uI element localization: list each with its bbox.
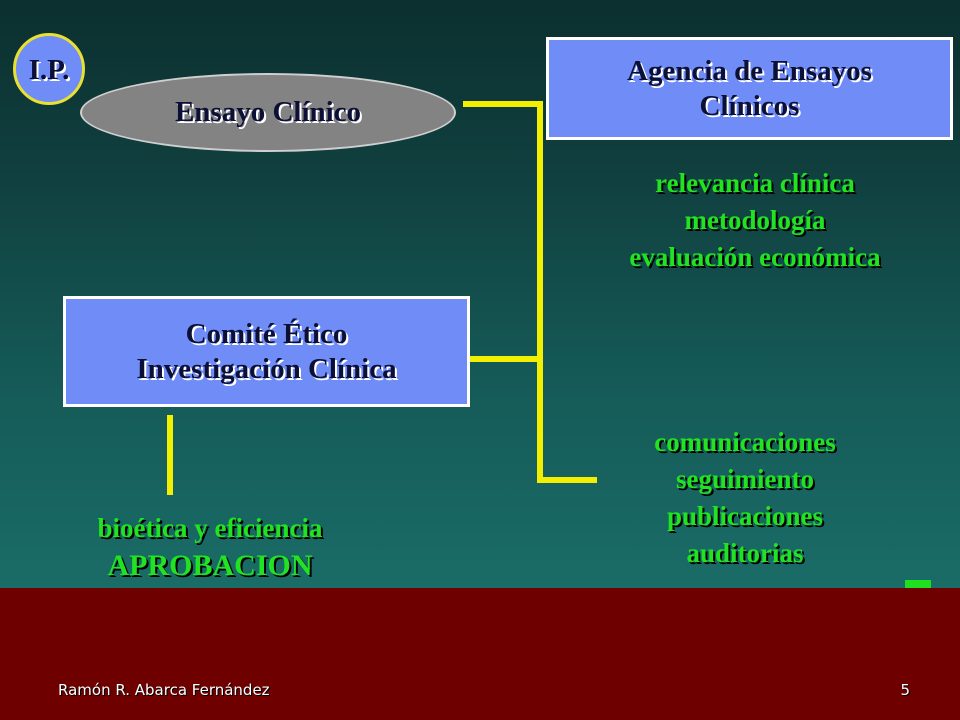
agencia-node: Agencia de Ensayos Clínicos (546, 37, 953, 140)
footer-bar (0, 588, 960, 720)
agencia-topics-list: relevancia clínica metodología evaluació… (575, 165, 935, 276)
seguimiento-topic: publicaciones (666, 501, 824, 531)
ensayo-clinico-node: Ensayo Clínico (80, 73, 456, 152)
connector-comite-down (167, 415, 173, 495)
connector-ensayo-horizontal (463, 101, 543, 107)
ensayo-clinico-label: Ensayo Clínico (174, 96, 362, 128)
comite-topics-list: bioética y eficiencia APROBACION (30, 510, 390, 584)
comite-label-line1: Comité Ético (185, 317, 348, 350)
comite-topic: APROBACION (107, 549, 313, 582)
agencia-topic: evaluación económica (629, 242, 881, 272)
seguimiento-topic: auditorias (686, 538, 804, 568)
connector-seguimiento-horizontal (537, 477, 597, 483)
connector-comite-horizontal (470, 356, 543, 362)
connector-trunk-vertical (537, 101, 543, 483)
comite-node: Comité Ético Investigación Clínica (63, 296, 470, 407)
slide-canvas: I.P. Ensayo Clínico Agencia de Ensayos C… (0, 0, 960, 588)
slide-marker (905, 580, 931, 588)
footer-page-number: 5 (900, 681, 910, 699)
comite-topic: bioética y eficiencia (97, 513, 323, 543)
seguimiento-topic: comunicaciones (654, 427, 836, 457)
seguimiento-topic: seguimiento (676, 464, 814, 494)
seguimiento-topics-list: comunicaciones seguimiento publicaciones… (595, 424, 895, 572)
comite-label-line2: Investigación Clínica (136, 352, 397, 385)
agencia-label-line1: Agencia de Ensayos (627, 54, 872, 87)
agencia-label-line2: Clínicos (699, 89, 800, 122)
agencia-topic: relevancia clínica (655, 168, 855, 198)
footer-author: Ramón R. Abarca Fernández (58, 681, 270, 699)
ip-badge-label: I.P. (28, 53, 70, 86)
ip-badge: I.P. (13, 33, 85, 105)
agencia-topic: metodología (684, 205, 826, 235)
